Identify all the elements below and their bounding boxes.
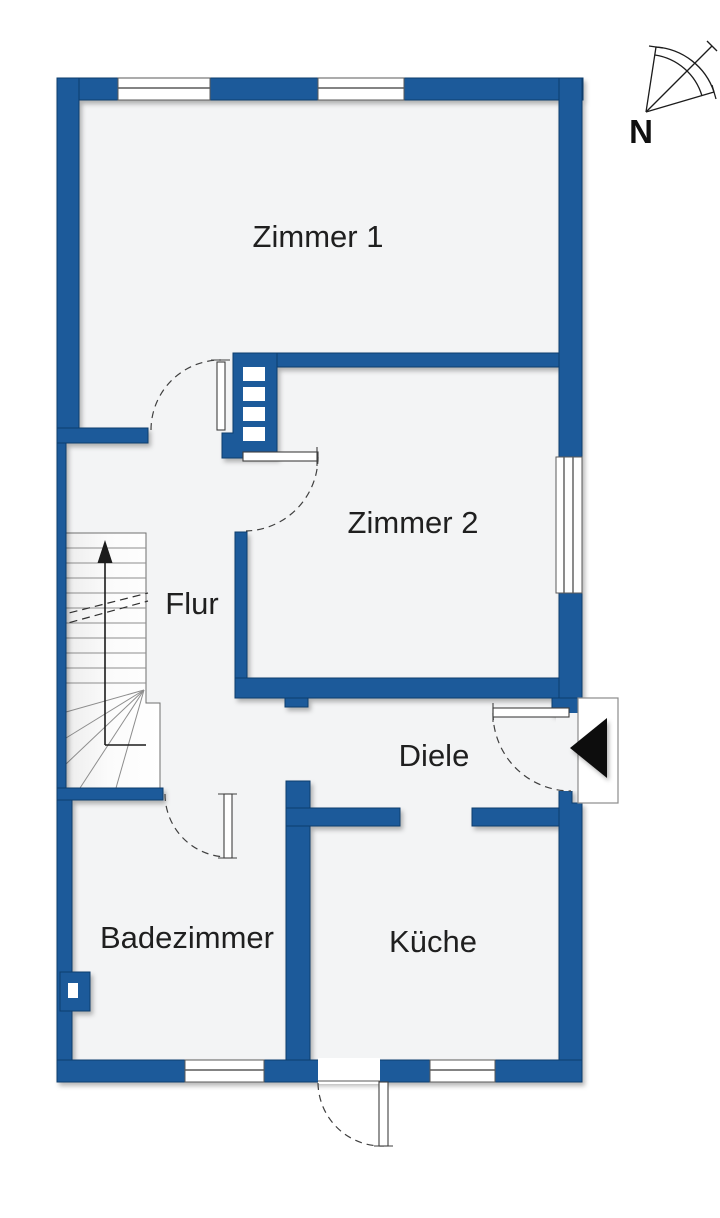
room-label-badezimmer: Badezimmer xyxy=(100,920,274,955)
door-leaf xyxy=(492,707,570,718)
window-south-badezimmer xyxy=(184,1059,265,1083)
wall-zimmer2-south xyxy=(234,677,560,699)
door-swing-arc xyxy=(150,359,222,431)
south-door-opening xyxy=(318,1058,380,1084)
room-label-kueche: Küche xyxy=(389,924,477,959)
door-zimmer2 xyxy=(242,447,319,532)
door-zimmer1 xyxy=(150,359,230,431)
door-leaf xyxy=(242,451,319,462)
chimney-flue xyxy=(243,387,265,401)
window-east-zimmer2 xyxy=(555,456,583,594)
door-south-exit xyxy=(317,1081,393,1147)
window-north-1 xyxy=(117,77,211,101)
wall-east-upper xyxy=(558,77,583,715)
wall-kueche-north-right xyxy=(471,807,560,827)
door-leaf xyxy=(378,1081,389,1147)
chimney-flue xyxy=(243,367,265,381)
duct-opening xyxy=(68,983,78,998)
compass-rose-icon xyxy=(645,40,718,113)
doors xyxy=(150,359,572,1147)
door-swing-arc xyxy=(245,456,319,532)
door-leaf xyxy=(223,793,233,859)
entrance-arrow-icon xyxy=(570,718,607,778)
wall-bad-kueche-divider xyxy=(285,780,311,1061)
stair-cut-line xyxy=(56,592,149,627)
door-swing-arc xyxy=(317,1082,385,1147)
wall-zimmer1-flur xyxy=(56,427,149,444)
stairs xyxy=(56,532,161,789)
stair-outline xyxy=(65,532,161,789)
wall-badezimmer-north xyxy=(56,787,164,801)
door-entrance xyxy=(492,703,572,792)
room-label-zimmer1: Zimmer 1 xyxy=(253,219,384,254)
windows xyxy=(117,77,583,1083)
door-swing-arc xyxy=(492,712,572,792)
compass: N xyxy=(629,40,718,150)
north-label: N xyxy=(629,113,653,150)
arrow-head-icon xyxy=(97,540,113,563)
door-leaf xyxy=(216,361,226,431)
room-label-diele: Diele xyxy=(399,738,470,773)
door-badezimmer xyxy=(164,793,237,859)
stair-direction-arrow xyxy=(97,540,146,746)
window-south-kueche xyxy=(429,1059,496,1083)
floor-area xyxy=(60,82,580,1078)
window-north-2 xyxy=(317,77,405,101)
wall-post xyxy=(284,697,309,708)
door-swing-arc xyxy=(164,793,229,858)
room-label-flur: Flur xyxy=(165,586,218,621)
chimney-flue xyxy=(243,407,265,421)
room-label-zimmer2: Zimmer 2 xyxy=(348,505,479,540)
wall-east-lower xyxy=(558,789,583,1083)
chimney-flue xyxy=(243,427,265,441)
room-labels: Zimmer 1 Zimmer 2 Flur Diele Badezimmer … xyxy=(100,219,478,959)
wall-zimmer2-west xyxy=(234,531,248,699)
wall-zimmer2-north xyxy=(276,352,560,368)
wall-kueche-north-left xyxy=(285,807,401,827)
